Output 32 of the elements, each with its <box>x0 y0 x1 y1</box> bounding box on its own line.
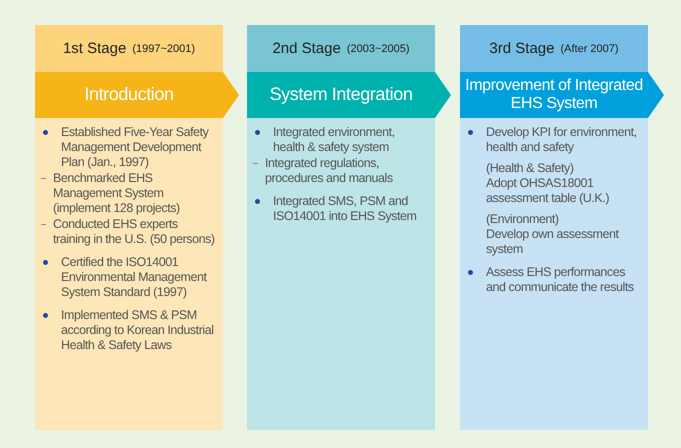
banner-title: Improvement of Integrated EHS System <box>464 77 644 113</box>
list-item-text: Benchmarked EHS Management System (implement 128 projects) <box>53 171 180 215</box>
sub-item-text: Develop own assessment system <box>486 227 619 256</box>
stage-name: 3rd Stage <box>489 40 554 57</box>
sub-item-text: Adopt OHSAS18001 assessment table (U.K.) <box>486 176 610 205</box>
stage-column <box>35 25 239 430</box>
list-item-text: Integrated SMS, PSM and ISO14001 into EHS System <box>273 194 416 223</box>
stage-title-banner <box>460 72 664 118</box>
stage-title-banner <box>247 72 451 118</box>
stage-period: (After 2007) <box>560 42 619 54</box>
list-item-text: Integrated regulations, procedures and manuals <box>265 156 393 185</box>
list-item-text: Conducted EHS experts training in the U.S. (50 persons) <box>53 217 215 246</box>
banner-title: Introduction <box>84 85 174 105</box>
list-item-text: Established Five-Year Safety Management Development Plan (Jan., 1997) <box>61 125 208 169</box>
stage-body-panel <box>460 118 648 430</box>
stage-period: (2003~2005) <box>346 42 410 54</box>
banner-title: System Integration <box>270 85 412 105</box>
stage-body-panel <box>35 118 223 430</box>
stage-column <box>460 25 664 430</box>
list-item-text: Assess EHS performances and communicate the results <box>486 265 634 294</box>
list-item-text: Integrated environment, health & safety system <box>273 125 395 154</box>
list-item-text: Implemented SMS & PSM according to Korean Industrial Health & Safety Laws <box>61 308 214 352</box>
stage-body-panel <box>247 118 435 430</box>
stage-period: (1997~2001) <box>132 42 196 54</box>
sub-item-text: (Health & Safety) <box>486 161 574 175</box>
stage-title-banner <box>35 72 239 118</box>
list-item-text: Develop KPI for environment, health and safety <box>486 125 637 154</box>
sub-item-text: (Environment) <box>486 212 559 226</box>
stage-name: 1st Stage <box>62 40 126 57</box>
stage-column <box>247 25 451 430</box>
list-item-text: Certified the ISO14001 Environmental Management System Standard (1997) <box>61 255 207 299</box>
stage-name: 2nd Stage <box>272 40 341 57</box>
